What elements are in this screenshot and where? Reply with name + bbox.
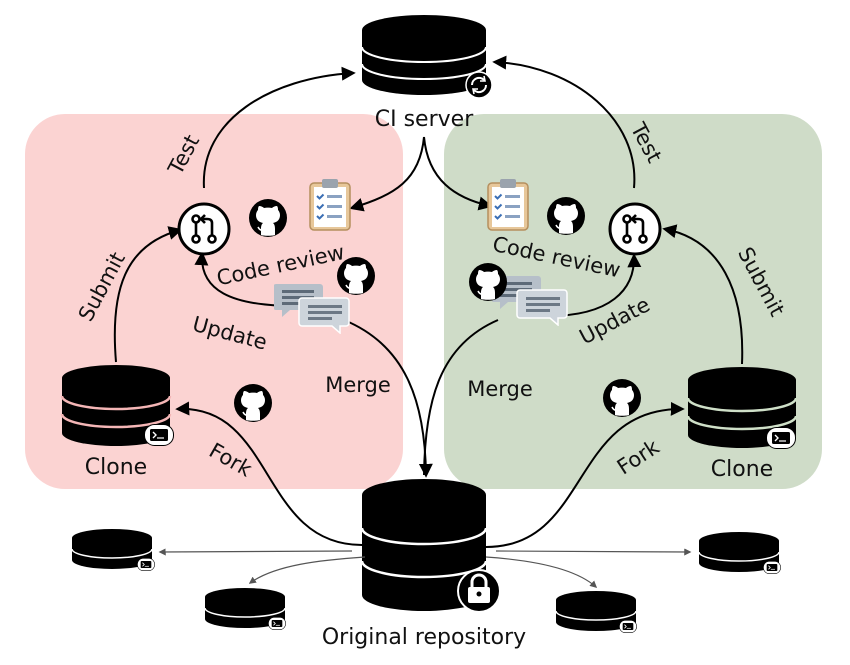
other-clone-database: [71, 529, 153, 569]
original-repository-label: Original repository: [322, 625, 526, 650]
github-icon: [602, 378, 642, 418]
checklist-icon: [487, 178, 529, 231]
left-merge-label: Merge: [325, 373, 391, 397]
left-fork-arrow: [175, 401, 363, 546]
other-clone-database: [204, 588, 286, 628]
terminal-icon: [136, 558, 156, 571]
other-clone-database: [698, 532, 780, 572]
ci-server-database: [361, 15, 487, 95]
lock-icon: [457, 569, 501, 613]
right-fork-arrow: [485, 401, 685, 548]
terminal-icon: [144, 424, 174, 446]
checklist-icon: [309, 178, 351, 231]
github-icon: [468, 262, 508, 302]
terminal-icon: [267, 617, 287, 630]
github-icon: [233, 383, 273, 423]
original-repository-database: [360, 479, 488, 611]
left-test-arrow: [202, 66, 356, 189]
other-clone-database: [555, 591, 637, 631]
terminal-icon: [762, 561, 782, 574]
github-icon: [546, 196, 586, 236]
left-submit-arrow: [113, 226, 183, 363]
ci-to-left-review-arrow: [349, 136, 425, 212]
secondary-fork-arrows: [158, 548, 692, 588]
workflow-arrows: [113, 55, 744, 548]
left-clone-label: Clone: [85, 455, 147, 480]
right-merge-arrow: [423, 319, 499, 476]
right-merge-label: Merge: [467, 377, 533, 401]
terminal-icon: [618, 620, 638, 633]
ci-server-label: CI server: [375, 107, 474, 132]
left-clone-database: [60, 365, 172, 446]
right-clone-label: Clone: [711, 457, 773, 482]
github-icon: [248, 198, 288, 238]
terminal-icon: [766, 427, 796, 449]
right-submit-arrow: [662, 224, 744, 365]
pull-request-icon: [608, 202, 662, 256]
ci-to-right-review-arrow: [423, 136, 493, 211]
right-test-arrow: [492, 55, 636, 189]
sync-icon: [465, 71, 493, 99]
pull-request-icon: [177, 202, 231, 256]
